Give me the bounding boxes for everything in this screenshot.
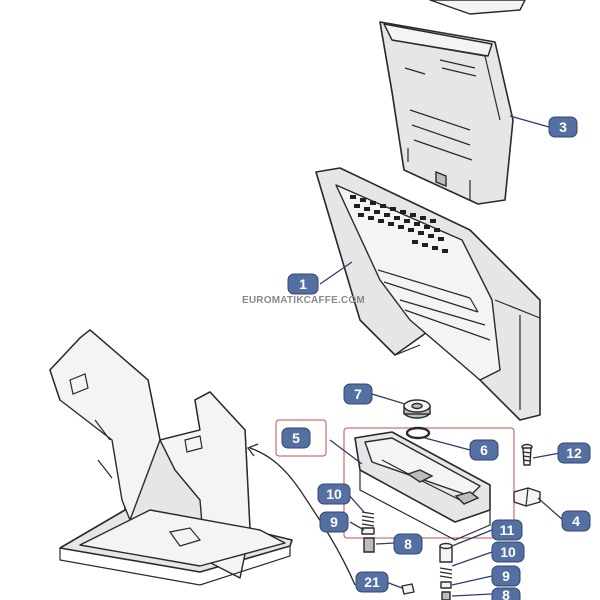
callout-8-right-label: 8 <box>502 587 510 600</box>
callout-10-left-label: 10 <box>326 486 342 502</box>
part-1-frame <box>315 167 541 421</box>
assembly-arrow <box>246 443 356 586</box>
callout-8-left-label: 8 <box>404 536 412 552</box>
part-6-oring <box>405 426 431 440</box>
callout-3: 3 <box>548 116 578 138</box>
left-valve-stack <box>361 511 375 553</box>
callout-3-label: 3 <box>559 119 567 135</box>
callout-12-label: 12 <box>566 445 582 461</box>
callout-8-right: 8 <box>491 587 521 600</box>
watermark-text: EUROMATIKCAFFE.COM <box>242 295 365 306</box>
callout-10-left: 10 <box>317 483 351 505</box>
top-tray-fragment <box>429 0 526 15</box>
part-5-tray <box>354 431 491 541</box>
part-12-screw <box>521 443 533 466</box>
right-valve-stack <box>439 542 453 600</box>
part-3-container <box>379 21 514 205</box>
leader-lines <box>319 115 565 597</box>
callout-5: 5 <box>281 427 311 449</box>
callout-8-left: 8 <box>393 533 423 555</box>
part-1-grid <box>350 195 448 253</box>
callout-9-right-label: 9 <box>502 568 510 584</box>
part-4-fitting <box>513 487 541 507</box>
callout-7-label: 7 <box>354 386 362 402</box>
callout-10-right-label: 10 <box>500 544 516 560</box>
callout-9-left-label: 9 <box>330 514 338 530</box>
callout-6-label: 6 <box>480 442 488 458</box>
callout-12: 12 <box>557 442 591 464</box>
callout-11: 11 <box>491 519 523 541</box>
part-21-screw <box>401 583 415 595</box>
callout-4-label: 4 <box>572 513 580 529</box>
left-stand <box>49 329 293 586</box>
callout-4: 4 <box>561 510 591 532</box>
callout-9-right: 9 <box>491 565 521 587</box>
callout-1-label: 1 <box>299 276 307 292</box>
callout-1: 1 <box>287 273 319 295</box>
part-7-cap <box>403 399 431 419</box>
callout-21: 21 <box>355 571 389 593</box>
callout-6: 6 <box>469 439 499 461</box>
callout-5-label: 5 <box>292 430 300 446</box>
callout-7: 7 <box>343 383 373 405</box>
part-5-highlight-frame <box>275 419 515 539</box>
callout-9-left: 9 <box>319 511 349 533</box>
callout-11-label: 11 <box>500 522 515 538</box>
callout-10-right: 10 <box>491 541 525 563</box>
callout-21-label: 21 <box>364 574 380 590</box>
